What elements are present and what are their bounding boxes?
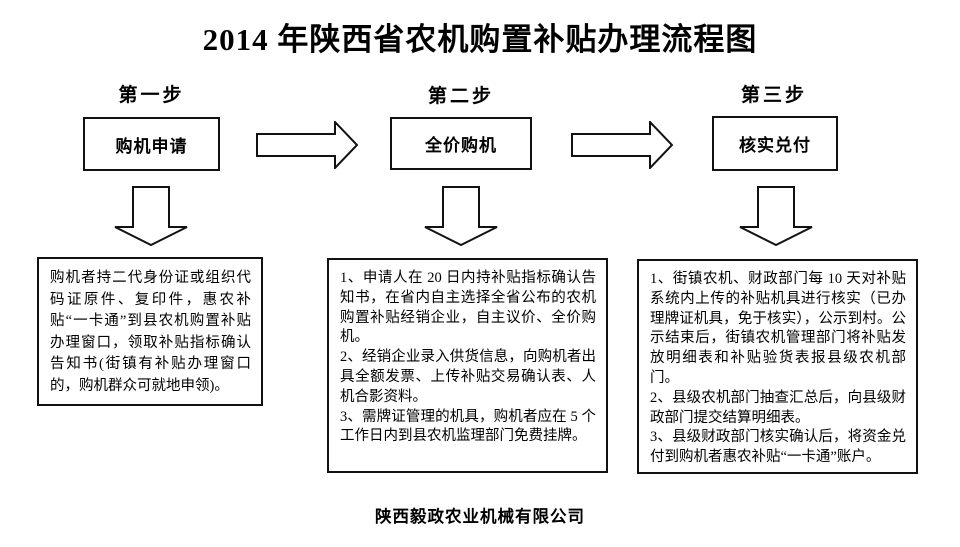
step-1-box: 购机申请 [83,117,220,171]
step-2-detail-item-3: 3、需牌证管理的机具，购机者应在 5 个工作日内到县农机监理部门免费挂牌。 [340,408,596,445]
right-arrow-icon [571,119,674,171]
step-3-detail-box: 1、街镇农机、财政部门每 10 天对补贴系统内上传的补贴机具进行核实（已办理牌证… [637,259,918,474]
step-2-label: 第二步 [427,86,494,107]
down-arrow-icon [424,186,498,247]
step-3-detail-item-3: 3、县级财政部门核实确认后，将资金兑付到购机者惠农补贴“一卡通”账户。 [650,429,906,466]
step-1-label: 第一步 [118,85,185,106]
step-3-box-label: 核实兑付 [739,136,811,155]
step-1-detail-text: 购机者持二代身份证或组织代码证原件、复印件，惠农补贴“一卡通”到县农机购置补贴办… [50,270,251,394]
step-3-detail-item-2: 2、县级农机部门抽查汇总后，向县级财政部门提交结算明细表。 [650,389,906,426]
step-2-box-label: 全价购机 [425,136,497,155]
page-title: 2014 年陕西省农机购置补贴办理流程图 [202,22,758,57]
step-3-detail-item-1: 1、街镇农机、财政部门每 10 天对补贴系统内上传的补贴机具进行核实（已办理牌证… [650,271,906,386]
step-1-detail-box: 购机者持二代身份证或组织代码证原件、复印件，惠农补贴“一卡通”到县农机购置补贴办… [37,257,263,406]
step-2-detail-item-1: 1、申请人在 20 日内持补贴指标确认告知书，在省内自主选择全省公布的农机购置补… [340,270,596,346]
right-arrow-icon [256,119,359,171]
down-arrow-icon [739,186,813,247]
company-name: 陕西毅政农业机械有限公司 [375,508,585,526]
step-2-box: 全价购机 [390,117,532,170]
down-arrow-icon [114,186,188,247]
step-3-label: 第三步 [740,85,807,106]
step-2-detail-box: 1、申请人在 20 日内持补贴指标确认告知书，在省内自主选择全省公布的农机购置补… [327,258,608,473]
step-3-box: 核实兑付 [712,116,838,171]
step-1-box-label: 购机申请 [115,136,188,156]
step-2-detail-item-2: 2、经销企业录入供货信息，向购机者出具全额发票、上传补贴交易确认表、人机合影资料… [340,349,596,405]
